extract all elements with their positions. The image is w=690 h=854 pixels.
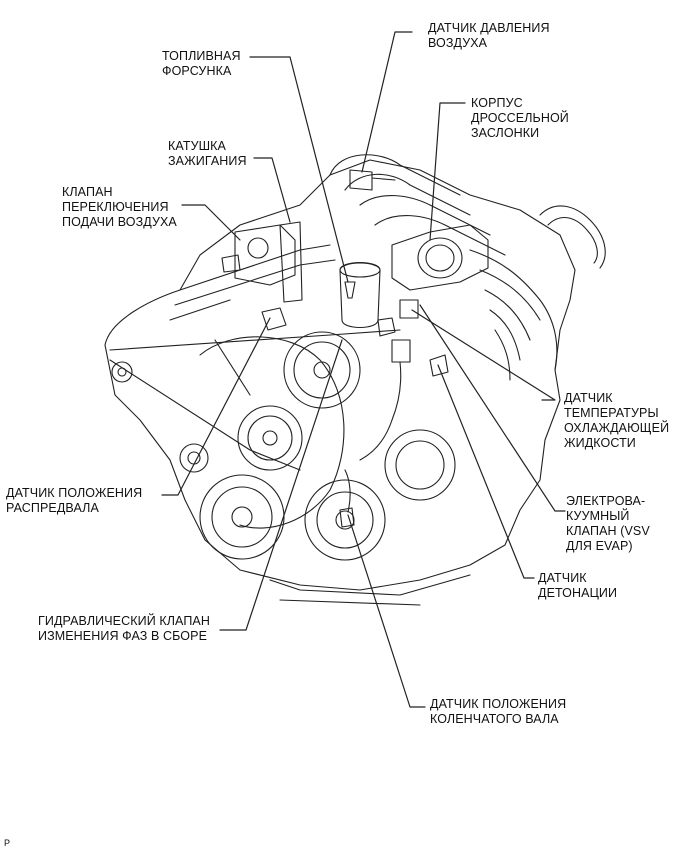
label-ignition-coil: КАТУШКА ЗАЖИГАНИЯ bbox=[168, 139, 247, 168]
label-crankshaft-position-sensor: ДАТЧИК ПОЛОЖЕНИЯ КОЛЕНЧАТОГО ВАЛА bbox=[430, 697, 567, 726]
pulleys bbox=[111, 331, 456, 561]
leader-crankshaft-position-sensor bbox=[347, 514, 426, 708]
leader-coolant-temp-sensor bbox=[411, 309, 556, 401]
leader-fuel-injector bbox=[249, 56, 349, 283]
leader-throttle-body bbox=[429, 102, 466, 241]
label-knock-sensor: ДАТЧИК ДЕТОНАЦИИ bbox=[538, 571, 618, 600]
leader-air-pressure-sensor bbox=[361, 31, 413, 173]
label-camshaft-position-sensor: ДАТЧИК ПОЛОЖЕНИЯ РАСПРЕДВАЛА bbox=[6, 486, 143, 515]
label-throttle-body: КОРПУС ДРОССЕЛЬНОЙ ЗАСЛОНКИ bbox=[471, 96, 569, 140]
leader-air-switch-valve bbox=[181, 204, 241, 241]
leader-knock-sensor bbox=[437, 364, 535, 579]
label-vsv-evap: ЭЛЕКТРОВА- КУУМНЫЙ КЛАПАН (VSV ДЛЯ EVAP) bbox=[566, 494, 650, 553]
engine-body bbox=[104, 154, 606, 591]
label-fuel-injector: ТОПЛИВНАЯ ФОРСУНКА bbox=[162, 49, 241, 78]
leader-vsv-evap bbox=[419, 304, 566, 512]
label-air-pressure-sensor: ДАТЧИК ДАВЛЕНИЯ ВОЗДУХА bbox=[428, 21, 550, 50]
leader-camshaft-position-sensor bbox=[161, 317, 271, 496]
label-ocv-assembly: ГИДРАВЛИЧЕСКИЙ КЛАПАН ИЗМЕНЕНИЯ ФАЗ В СБ… bbox=[38, 614, 210, 643]
label-coolant-temp-sensor: ДАТЧИК ТЕМПЕРАТУРЫ ОХЛАЖДАЮЩЕЙ ЖИДКОСТИ bbox=[564, 391, 670, 450]
leader-lines bbox=[161, 31, 566, 708]
label-air-switch-valve: КЛАПАН ПЕРЕКЛЮЧЕНИЯ ПОДАЧИ ВОЗДУХА bbox=[62, 185, 177, 229]
components bbox=[221, 169, 489, 606]
figure-id: P bbox=[4, 838, 11, 848]
leader-ocv-assembly bbox=[219, 339, 343, 631]
leader-ignition-coil bbox=[253, 157, 291, 223]
